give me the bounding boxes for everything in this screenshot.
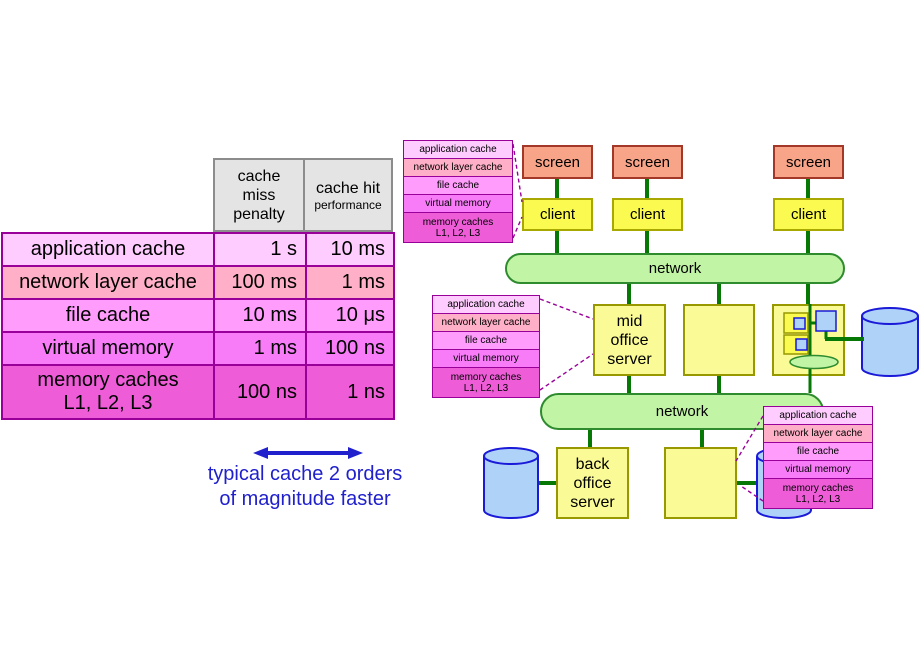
header-hit-label: cache hit [315,179,381,197]
client-box-3: client [773,198,844,231]
cache-stack-client: application cache network layer cache fi… [403,140,513,243]
screen-label: screen [785,153,832,171]
screen-box-1: screen [522,145,593,179]
client-box-2: client [612,198,683,231]
miss-value: 100 ms [213,265,307,300]
row-label: virtual memory [1,331,215,366]
stack-row: network layer cache [432,313,540,333]
screen-label: screen [624,153,671,171]
miss-value: 1 ms [213,331,307,366]
back-office-server-box: back office server [556,447,629,519]
table-row: network layer cache 100 ms 1 ms [1,265,395,300]
stack-row: memory caches L1, L2, L3 [432,367,540,398]
client-label: client [539,206,576,223]
note-text: typical cache 2 orders of magnitude fast… [160,462,450,512]
hit-value: 100 ns [305,331,395,366]
hit-value: 1 ms [305,265,395,300]
double-arrow-icon [253,447,363,459]
network-label: network [655,403,709,420]
server-box-plain-bottom [664,447,737,519]
cache-table: application cache 1 s 10 ms network laye… [1,232,395,420]
header-hit-sublabel: performance [314,197,382,212]
table-row: virtual memory 1 ms 100 ns [1,331,395,366]
stack-row: memory caches L1, L2, L3 [763,478,873,509]
mid-office-server-label: mid office server [607,312,652,368]
hit-value: 1 ns [305,364,395,420]
header-miss-label: cache miss penalty [233,167,285,223]
stack-row: memory caches L1, L2, L3 [403,212,513,243]
client-label: client [629,206,666,223]
cache-stack-back-server: application cache network layer cache fi… [763,406,873,509]
screen-box-2: screen [612,145,683,179]
screen-box-3: screen [773,145,844,179]
note-line-2: of magnitude faster [219,488,391,510]
network-bar-top: network [505,253,845,284]
miss-value: 10 ms [213,298,307,333]
back-office-server-label: back office server [570,455,615,511]
row-label: application cache [1,232,215,267]
stack-row: virtual memory [763,460,873,480]
stack-row: virtual memory [432,349,540,369]
stack-row: file cache [403,176,513,196]
stack-row: virtual memory [403,194,513,214]
stack-row: application cache [432,295,540,315]
mid-office-server-box: mid office server [593,304,666,376]
miss-value: 1 s [213,232,307,267]
client-label: client [790,206,827,223]
database-cylinder-bottom-left [483,447,539,519]
note-line-1: typical cache 2 orders [207,463,403,485]
server-box-detailed [772,304,845,376]
table-row: file cache 10 ms 10 μs [1,298,395,333]
row-label: memory caches L1, L2, L3 [1,364,215,420]
table-row: application cache 1 s 10 ms [1,232,395,267]
table-header-miss: cache miss penalty [213,158,305,232]
stack-row: application cache [763,406,873,426]
network-label: network [648,260,702,277]
hit-value: 10 μs [305,298,395,333]
hit-value: 10 ms [305,232,395,267]
stack-row: application cache [403,140,513,160]
miss-value: 100 ns [213,364,307,420]
stack-row: file cache [763,442,873,462]
server-box-plain-top [683,304,755,376]
stack-row: network layer cache [763,424,873,444]
screen-label: screen [534,153,581,171]
row-label: file cache [1,298,215,333]
table-header-hit: cache hit performance [303,158,393,232]
stack-row: file cache [432,331,540,351]
client-box-1: client [522,198,593,231]
stack-row: network layer cache [403,158,513,178]
cache-stack-mid-server: application cache network layer cache fi… [432,295,540,398]
database-cylinder-right [861,307,919,377]
row-label: network layer cache [1,265,215,300]
table-row: memory caches L1, L2, L3 100 ns 1 ns [1,364,395,420]
